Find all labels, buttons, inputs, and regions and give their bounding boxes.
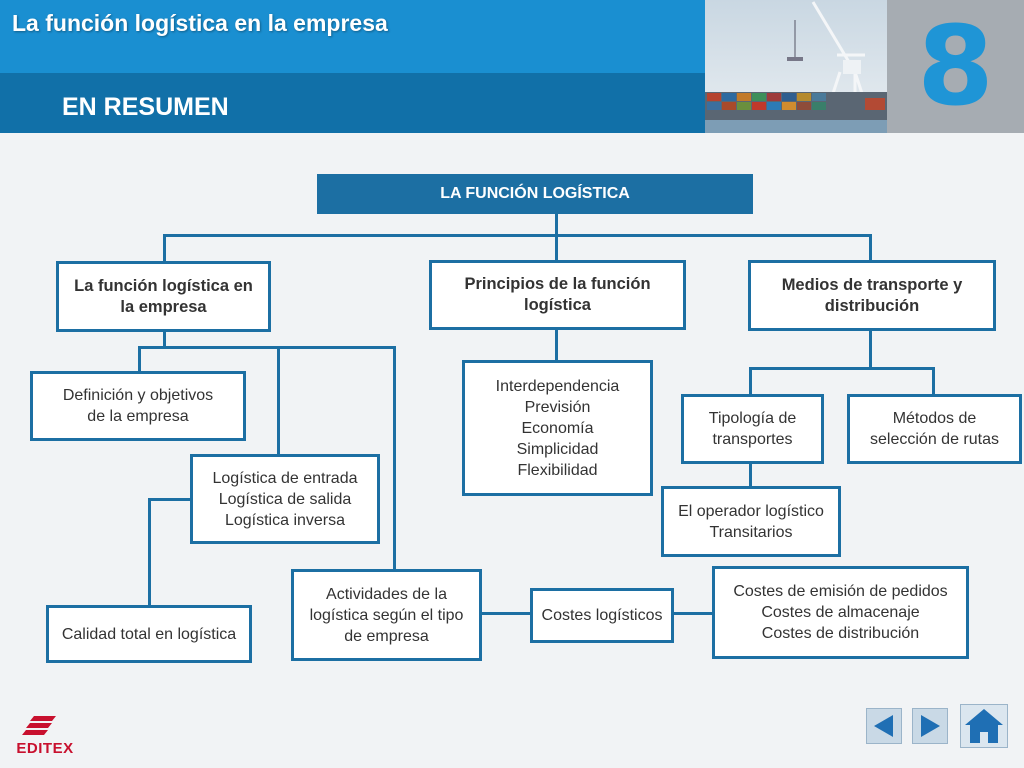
connector-line (555, 213, 558, 235)
branch-empresa-box: La función logística en la empresa (56, 261, 271, 332)
connector-line (555, 329, 558, 361)
editex-logo: EDITEX (10, 712, 80, 758)
calidad-box: Calidad total en logística (46, 605, 252, 663)
costes-logisticos-box: Costes logísticos (530, 588, 674, 643)
arrow-left-icon (874, 715, 893, 737)
connector-line (749, 462, 752, 488)
next-button[interactable] (912, 708, 948, 744)
connector-line (148, 498, 192, 501)
arrow-right-icon (921, 715, 940, 737)
actividades-box: Actividades de la logística según el tip… (291, 569, 482, 661)
connector-line (869, 234, 872, 261)
diagram-root-box: LA FUNCIÓN LOGÍSTICA (317, 174, 753, 214)
branch-principios-box: Principios de la función logística (429, 260, 686, 330)
operador-box: El operador logístico Transitarios (661, 486, 841, 557)
connector-line (393, 346, 396, 570)
connector-line (148, 498, 151, 606)
connector-line (932, 367, 935, 395)
connector-line (163, 330, 166, 347)
port-crane-image (705, 0, 887, 133)
tipologia-box: Tipología de transportes (681, 394, 824, 464)
logo-text: EDITEX (16, 740, 74, 757)
editex-logo-icon (22, 716, 56, 735)
app-title: La función logística en la empresa (12, 10, 388, 36)
connector-line (163, 234, 166, 262)
branch-medios-box: Medios de transporte y distribución (748, 260, 996, 331)
section-title: EN RESUMEN (62, 93, 229, 121)
connector-line (138, 346, 141, 372)
home-icon (965, 709, 1003, 743)
principios-lista-box: Interdependencia Previsión Economía Simp… (462, 360, 653, 496)
connector-line (869, 330, 872, 368)
connector-line (555, 234, 558, 261)
header-bar (0, 0, 705, 73)
home-button[interactable] (960, 704, 1008, 748)
chapter-panel: 8 (887, 0, 1024, 133)
metodos-box: Métodos de selección de rutas (847, 394, 1022, 464)
chapter-number: 8 (917, 2, 994, 130)
connector-line (277, 346, 280, 456)
previous-button[interactable] (866, 708, 902, 744)
section-bar (0, 73, 705, 133)
connector-line (749, 367, 752, 395)
connector-line (163, 234, 872, 237)
connector-line (749, 367, 935, 370)
connector-line (672, 612, 715, 615)
connector-line (138, 346, 396, 349)
definicion-box: Definición y objetivos de la empresa (30, 371, 246, 441)
logisticas-box: Logística de entrada Logística de salida… (190, 454, 380, 544)
connector-line (480, 612, 531, 615)
costes-detalle-box: Costes de emisión de pedidos Costes de a… (712, 566, 969, 659)
